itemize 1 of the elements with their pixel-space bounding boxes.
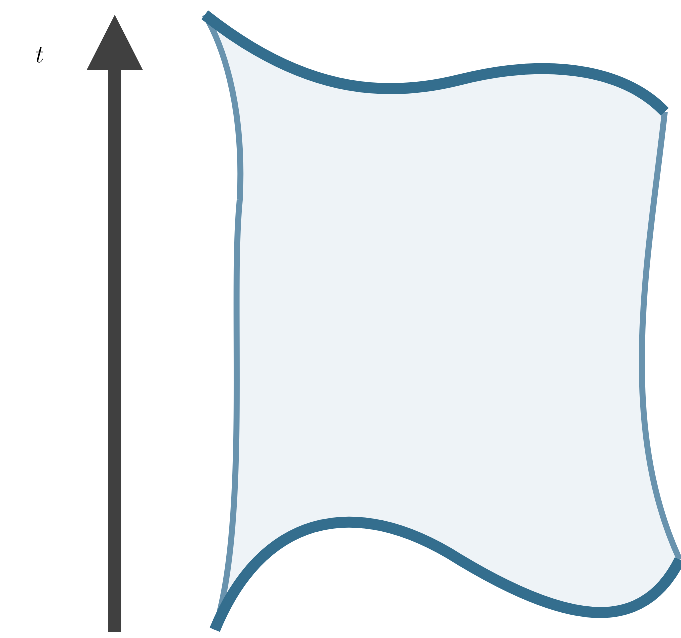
axis-label: $t$ [36,47,44,63]
